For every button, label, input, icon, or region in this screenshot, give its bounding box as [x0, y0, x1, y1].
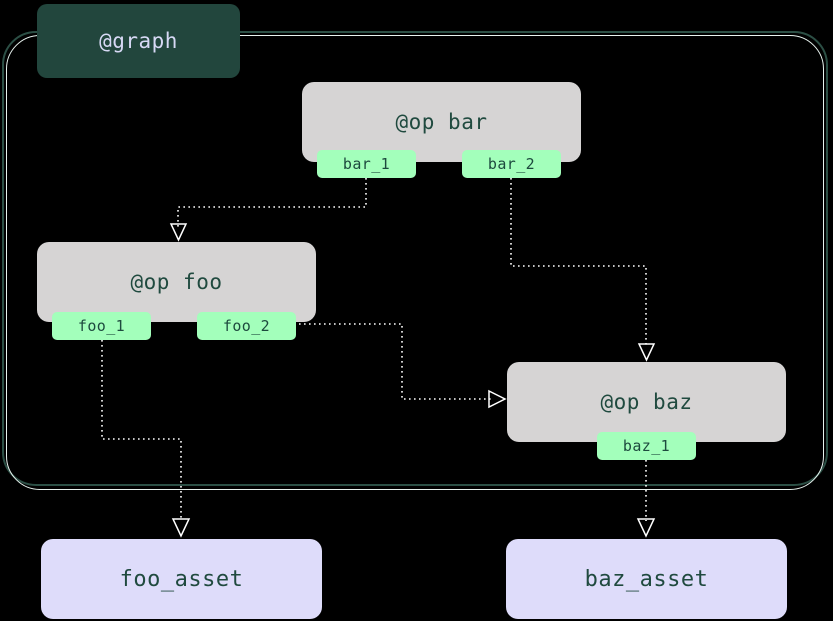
- port-chip-baz-1-label: baz_1: [622, 437, 671, 455]
- op-node-baz[interactable]: @op baz: [507, 362, 786, 442]
- asset-node-foo-asset[interactable]: foo_asset: [41, 539, 322, 619]
- op-node-baz-label: @op baz: [600, 390, 693, 414]
- port-chip-bar-2[interactable]: bar_2: [462, 150, 561, 178]
- op-node-bar[interactable]: @op bar: [302, 82, 581, 162]
- graph-container-outer-border: [2, 31, 828, 486]
- port-chip-baz-1[interactable]: baz_1: [597, 432, 696, 460]
- op-node-foo[interactable]: @op foo: [37, 242, 316, 322]
- port-chip-bar-1-label: bar_1: [342, 155, 391, 173]
- graph-container-inner-border: [6, 35, 824, 490]
- port-chip-foo-2-label: foo_2: [222, 317, 271, 335]
- port-chip-foo-2[interactable]: foo_2: [197, 312, 296, 340]
- port-chip-bar-2-label: bar_2: [487, 155, 536, 173]
- arrowhead-bazasset-in: [636, 518, 656, 538]
- asset-node-baz-asset-label: baz_asset: [584, 566, 709, 592]
- port-chip-foo-1[interactable]: foo_1: [52, 312, 151, 340]
- op-node-bar-label: @op bar: [395, 110, 488, 134]
- graph-label-text: @graph: [99, 29, 178, 53]
- arrowhead-fooasset-in: [171, 518, 191, 538]
- asset-node-baz-asset[interactable]: baz_asset: [506, 539, 787, 619]
- port-chip-bar-1[interactable]: bar_1: [317, 150, 416, 178]
- port-chip-foo-1-label: foo_1: [77, 317, 126, 335]
- graph-label-chip[interactable]: @graph: [37, 4, 240, 78]
- op-node-foo-label: @op foo: [130, 270, 223, 294]
- asset-node-foo-asset-label: foo_asset: [119, 566, 244, 592]
